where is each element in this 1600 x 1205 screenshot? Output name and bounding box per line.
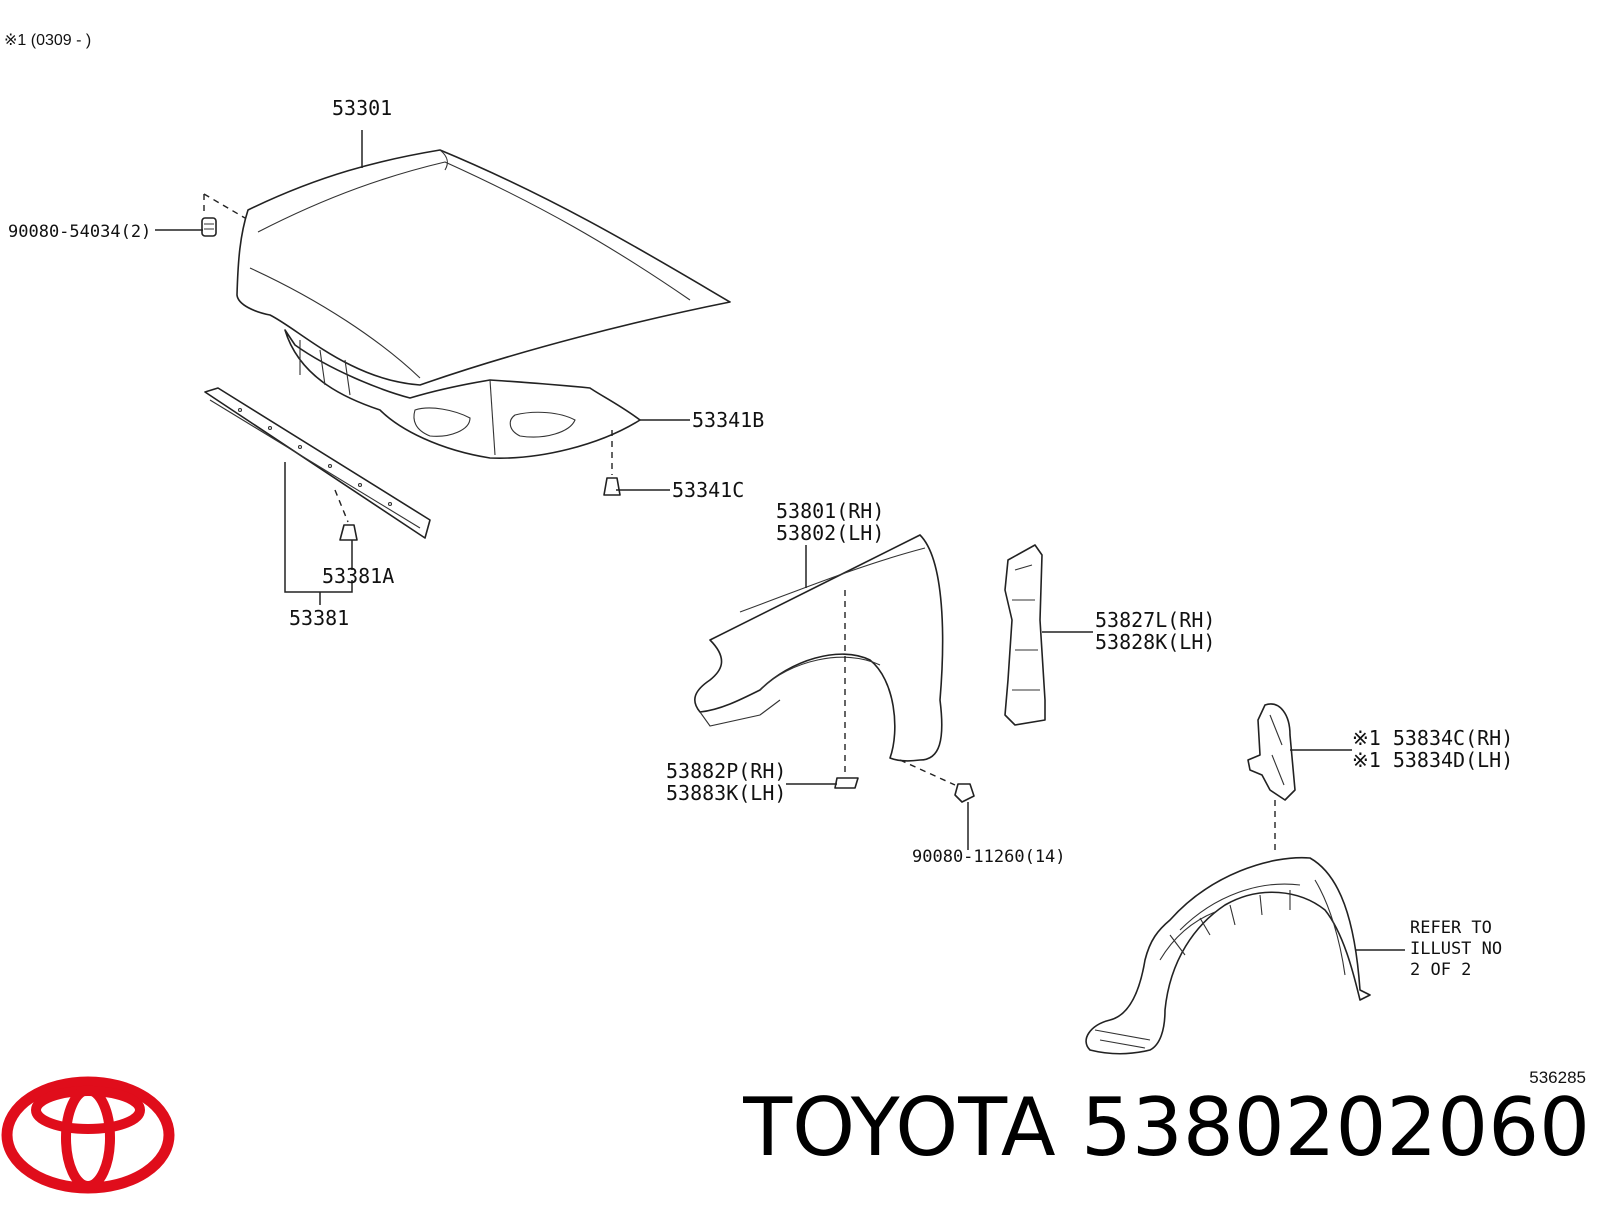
part-title: TOYOTA 5380202060 <box>743 1081 1590 1174</box>
front-fender <box>694 534 944 772</box>
fender-bracket <box>1004 544 1046 726</box>
label-fender-seal-lh: ※1 53834D(LH) <box>1352 748 1513 772</box>
fender-bolt-part <box>899 759 975 803</box>
insulator-clip-part <box>603 430 621 496</box>
label-refer-3: 2 OF 2 <box>1410 960 1471 980</box>
label-hood: 53301 <box>332 96 392 120</box>
fender-liner <box>1085 856 1371 1055</box>
label-refer-2: ILLUST NO <box>1410 939 1502 959</box>
label-insulator: 53341B <box>692 408 764 432</box>
label-fender-bolt: 90080-11260(14) <box>912 847 1066 867</box>
label-refer-1: REFER TO <box>1410 918 1492 938</box>
logo-outer-ring <box>1 1076 175 1194</box>
label-fender-bracket-rh: 53827L(RH) <box>1095 608 1215 632</box>
label-hood-bolt: 90080-54034(2) <box>8 222 151 242</box>
label-shim-lh: 53883K(LH) <box>666 781 786 805</box>
diagram-reference-number: 536285 <box>1529 1068 1586 1087</box>
logo-vertical-ring <box>61 1085 115 1191</box>
logo-horizontal-ring <box>31 1086 145 1134</box>
hood-bolt-part <box>201 193 246 237</box>
label-insulator-clip: 53341C <box>672 478 744 502</box>
label-seal-clip: 53381A <box>322 564 394 588</box>
hood-panel <box>236 149 731 386</box>
fender-seal <box>1247 703 1296 855</box>
label-fender-bracket-lh: 53828K(LH) <box>1095 630 1215 654</box>
label-shim-rh: 53882P(RH) <box>666 759 786 783</box>
header-note: ※1 (0309 - ) <box>4 32 92 49</box>
seal-clip-part <box>334 489 358 541</box>
fender-shim-part <box>834 777 859 789</box>
label-fender-seal-rh: ※1 53834C(RH) <box>1352 726 1513 750</box>
leader-lines <box>155 130 1405 951</box>
hood-seal <box>204 387 431 539</box>
label-fender-lh: 53802(LH) <box>776 521 884 545</box>
label-fender-rh: 53801(RH) <box>776 499 884 523</box>
toyota-logo <box>1 1076 175 1194</box>
label-seal: 53381 <box>289 606 349 630</box>
hood-insulator <box>284 329 641 459</box>
callout-labels: 53301 90080-54034(2) 53341B 53341C 53381… <box>8 96 1513 980</box>
